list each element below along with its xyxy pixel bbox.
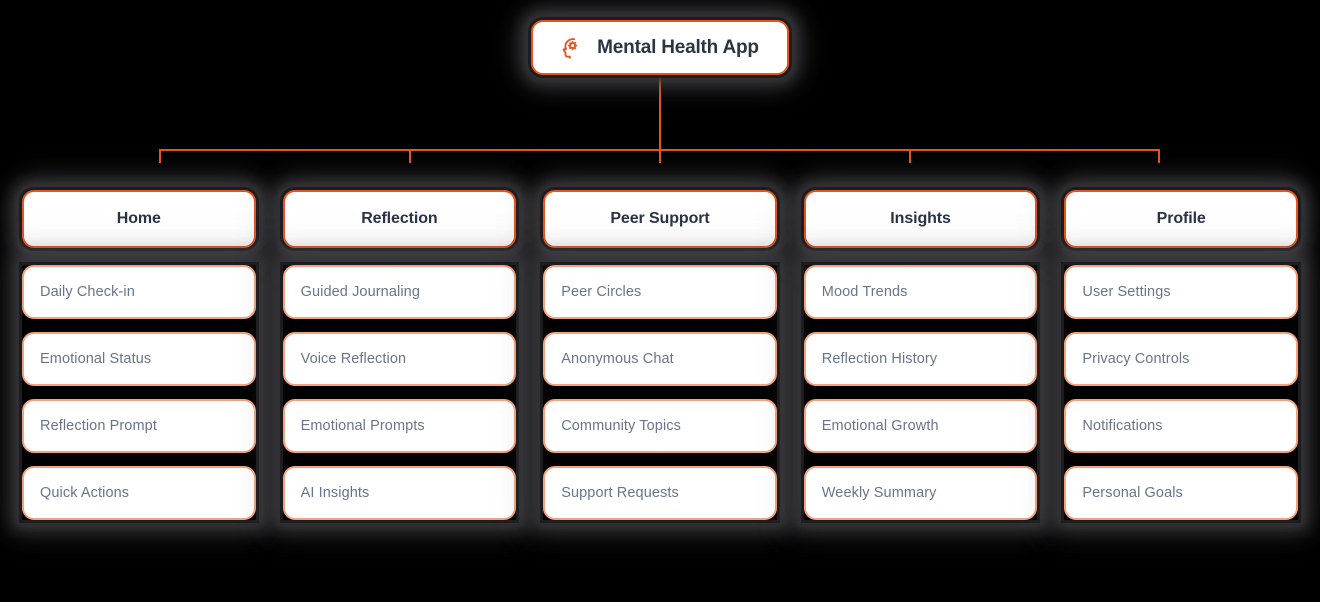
leaf-label: Notifications: [1082, 418, 1163, 434]
section-label: Profile: [1156, 210, 1206, 227]
leaf-label: Emotional Status: [40, 351, 152, 367]
leaf-card[interactable]: Emotional Growth: [803, 399, 1038, 453]
leaf-card[interactable]: Voice Reflection: [282, 332, 517, 386]
leaf-label: Quick Actions: [40, 485, 130, 501]
leaf-card[interactable]: Reflection History: [803, 332, 1038, 386]
column-reflection: Reflection Guided Journaling Voice Refle…: [282, 190, 517, 520]
leaf-card[interactable]: Emotional Prompts: [282, 399, 517, 453]
root-node-label: Mental Health App: [597, 36, 759, 58]
leaf-group-insights: Mood Trends Reflection History Emotional…: [803, 265, 1038, 520]
leaf-card[interactable]: Peer Circles: [543, 265, 777, 319]
leaf-card[interactable]: Community Topics: [543, 399, 777, 453]
column-peer-support: Peer Support Peer Circles Anonymous Chat…: [543, 190, 777, 520]
leaf-label: Privacy Controls: [1082, 351, 1190, 367]
leaf-label: Mood Trends: [821, 284, 908, 300]
section-label: Insights: [890, 210, 951, 227]
leaf-card[interactable]: Quick Actions: [22, 466, 256, 520]
leaf-label: Voice Reflection: [300, 351, 407, 367]
column-home: Home Daily Check-in Emotional Status Ref…: [22, 190, 256, 520]
section-card-peer-support[interactable]: Peer Support: [543, 190, 777, 248]
section-card-home[interactable]: Home: [22, 190, 256, 248]
leaf-group-peer-support: Peer Circles Anonymous Chat Community To…: [543, 265, 777, 520]
section-card-reflection[interactable]: Reflection: [282, 190, 517, 248]
leaf-label: Emotional Prompts: [300, 418, 425, 434]
leaf-card[interactable]: AI Insights: [282, 466, 517, 520]
section-card-insights[interactable]: Insights: [803, 190, 1038, 248]
leaf-card[interactable]: User Settings: [1064, 265, 1298, 319]
leaf-label: User Settings: [1082, 284, 1171, 300]
leaf-card[interactable]: Guided Journaling: [282, 265, 517, 319]
leaf-card[interactable]: Support Requests: [543, 466, 777, 520]
columns-container: Home Daily Check-in Emotional Status Ref…: [22, 190, 1298, 520]
leaf-card[interactable]: Reflection Prompt: [22, 399, 256, 453]
leaf-card[interactable]: Mood Trends: [803, 265, 1038, 319]
leaf-label: Reflection Prompt: [40, 418, 157, 434]
leaf-card[interactable]: Anonymous Chat: [543, 332, 777, 386]
leaf-label: Daily Check-in: [40, 284, 135, 300]
root-node[interactable]: Mental Health App: [531, 20, 789, 75]
leaf-card[interactable]: Emotional Status: [22, 332, 256, 386]
column-insights: Insights Mood Trends Reflection History …: [803, 190, 1038, 520]
leaf-card[interactable]: Personal Goals: [1064, 466, 1298, 520]
leaf-card[interactable]: Weekly Summary: [803, 466, 1038, 520]
brain-cog-icon: [562, 37, 578, 59]
section-label: Home: [116, 210, 161, 227]
leaf-label: Peer Circles: [561, 284, 642, 300]
leaf-label: AI Insights: [300, 485, 370, 501]
leaf-label: Personal Goals: [1082, 485, 1183, 501]
leaf-label: Weekly Summary: [821, 485, 937, 501]
column-profile: Profile User Settings Privacy Controls N…: [1064, 190, 1298, 520]
section-label: Peer Support: [610, 210, 710, 227]
leaf-group-home: Daily Check-in Emotional Status Reflecti…: [22, 265, 256, 520]
leaf-label: Anonymous Chat: [561, 351, 674, 367]
leaf-group-profile: User Settings Privacy Controls Notificat…: [1064, 265, 1298, 520]
leaf-label: Support Requests: [561, 485, 679, 501]
leaf-label: Reflection History: [821, 351, 938, 367]
section-card-profile[interactable]: Profile: [1064, 190, 1298, 248]
leaf-card[interactable]: Daily Check-in: [22, 265, 256, 319]
section-label: Reflection: [361, 210, 438, 227]
leaf-card[interactable]: Notifications: [1064, 399, 1298, 453]
leaf-label: Emotional Growth: [821, 418, 939, 434]
leaf-card[interactable]: Privacy Controls: [1064, 332, 1298, 386]
leaf-label: Guided Journaling: [300, 284, 420, 300]
leaf-group-reflection: Guided Journaling Voice Reflection Emoti…: [282, 265, 517, 520]
leaf-label: Community Topics: [561, 418, 681, 434]
